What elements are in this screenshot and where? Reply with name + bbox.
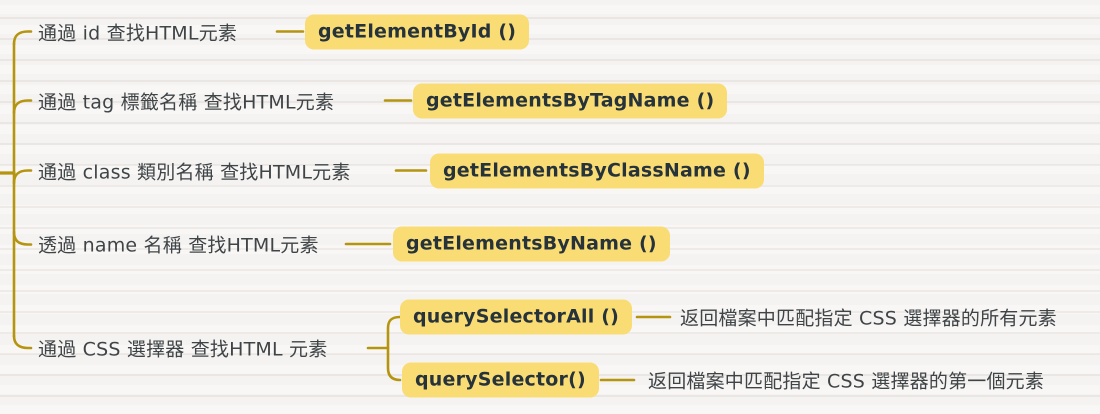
branch-label-tag[interactable]: 通過 tag 標籤名稱 查找HTML元素 <box>38 91 335 114</box>
description-queryselectorall[interactable]: 返回檔案中匹配指定 CSS 選擇器的所有元素 <box>680 307 1057 330</box>
node-getelementsbyclassname[interactable]: getElementsByClassName () <box>430 153 764 189</box>
branch-label-css-selector[interactable]: 通過 CSS 選擇器 查找HTML 元素 <box>38 338 328 361</box>
branch-label-name[interactable]: 透過 name 名稱 查找HTML元素 <box>38 234 319 257</box>
branch-elbow-1 <box>12 30 33 46</box>
branch-elbow-4 <box>12 230 33 246</box>
children-brace <box>386 315 402 382</box>
branch-label-class[interactable]: 通過 class 類別名稱 查找HTML元素 <box>38 161 351 184</box>
description-queryselector[interactable]: 返回檔案中匹配指定 CSS 選擇器的第一個元素 <box>648 370 1045 393</box>
node-getelementbyid[interactable]: getElementById () <box>305 14 530 50</box>
branch-elbow-5 <box>12 334 33 350</box>
node-queryselectorall[interactable]: querySelectorAll () <box>400 299 633 335</box>
branch-elbow-3 <box>12 169 33 185</box>
node-getelementsbytagname[interactable]: getElementsByTagName () <box>413 83 728 119</box>
branch-elbow-2 <box>12 99 33 115</box>
node-getelementsbyname[interactable]: getElementsByName () <box>393 226 670 262</box>
node-queryselector[interactable]: querySelector() <box>402 362 599 398</box>
branch-label-id[interactable]: 通過 id 查找HTML元素 <box>38 22 238 45</box>
